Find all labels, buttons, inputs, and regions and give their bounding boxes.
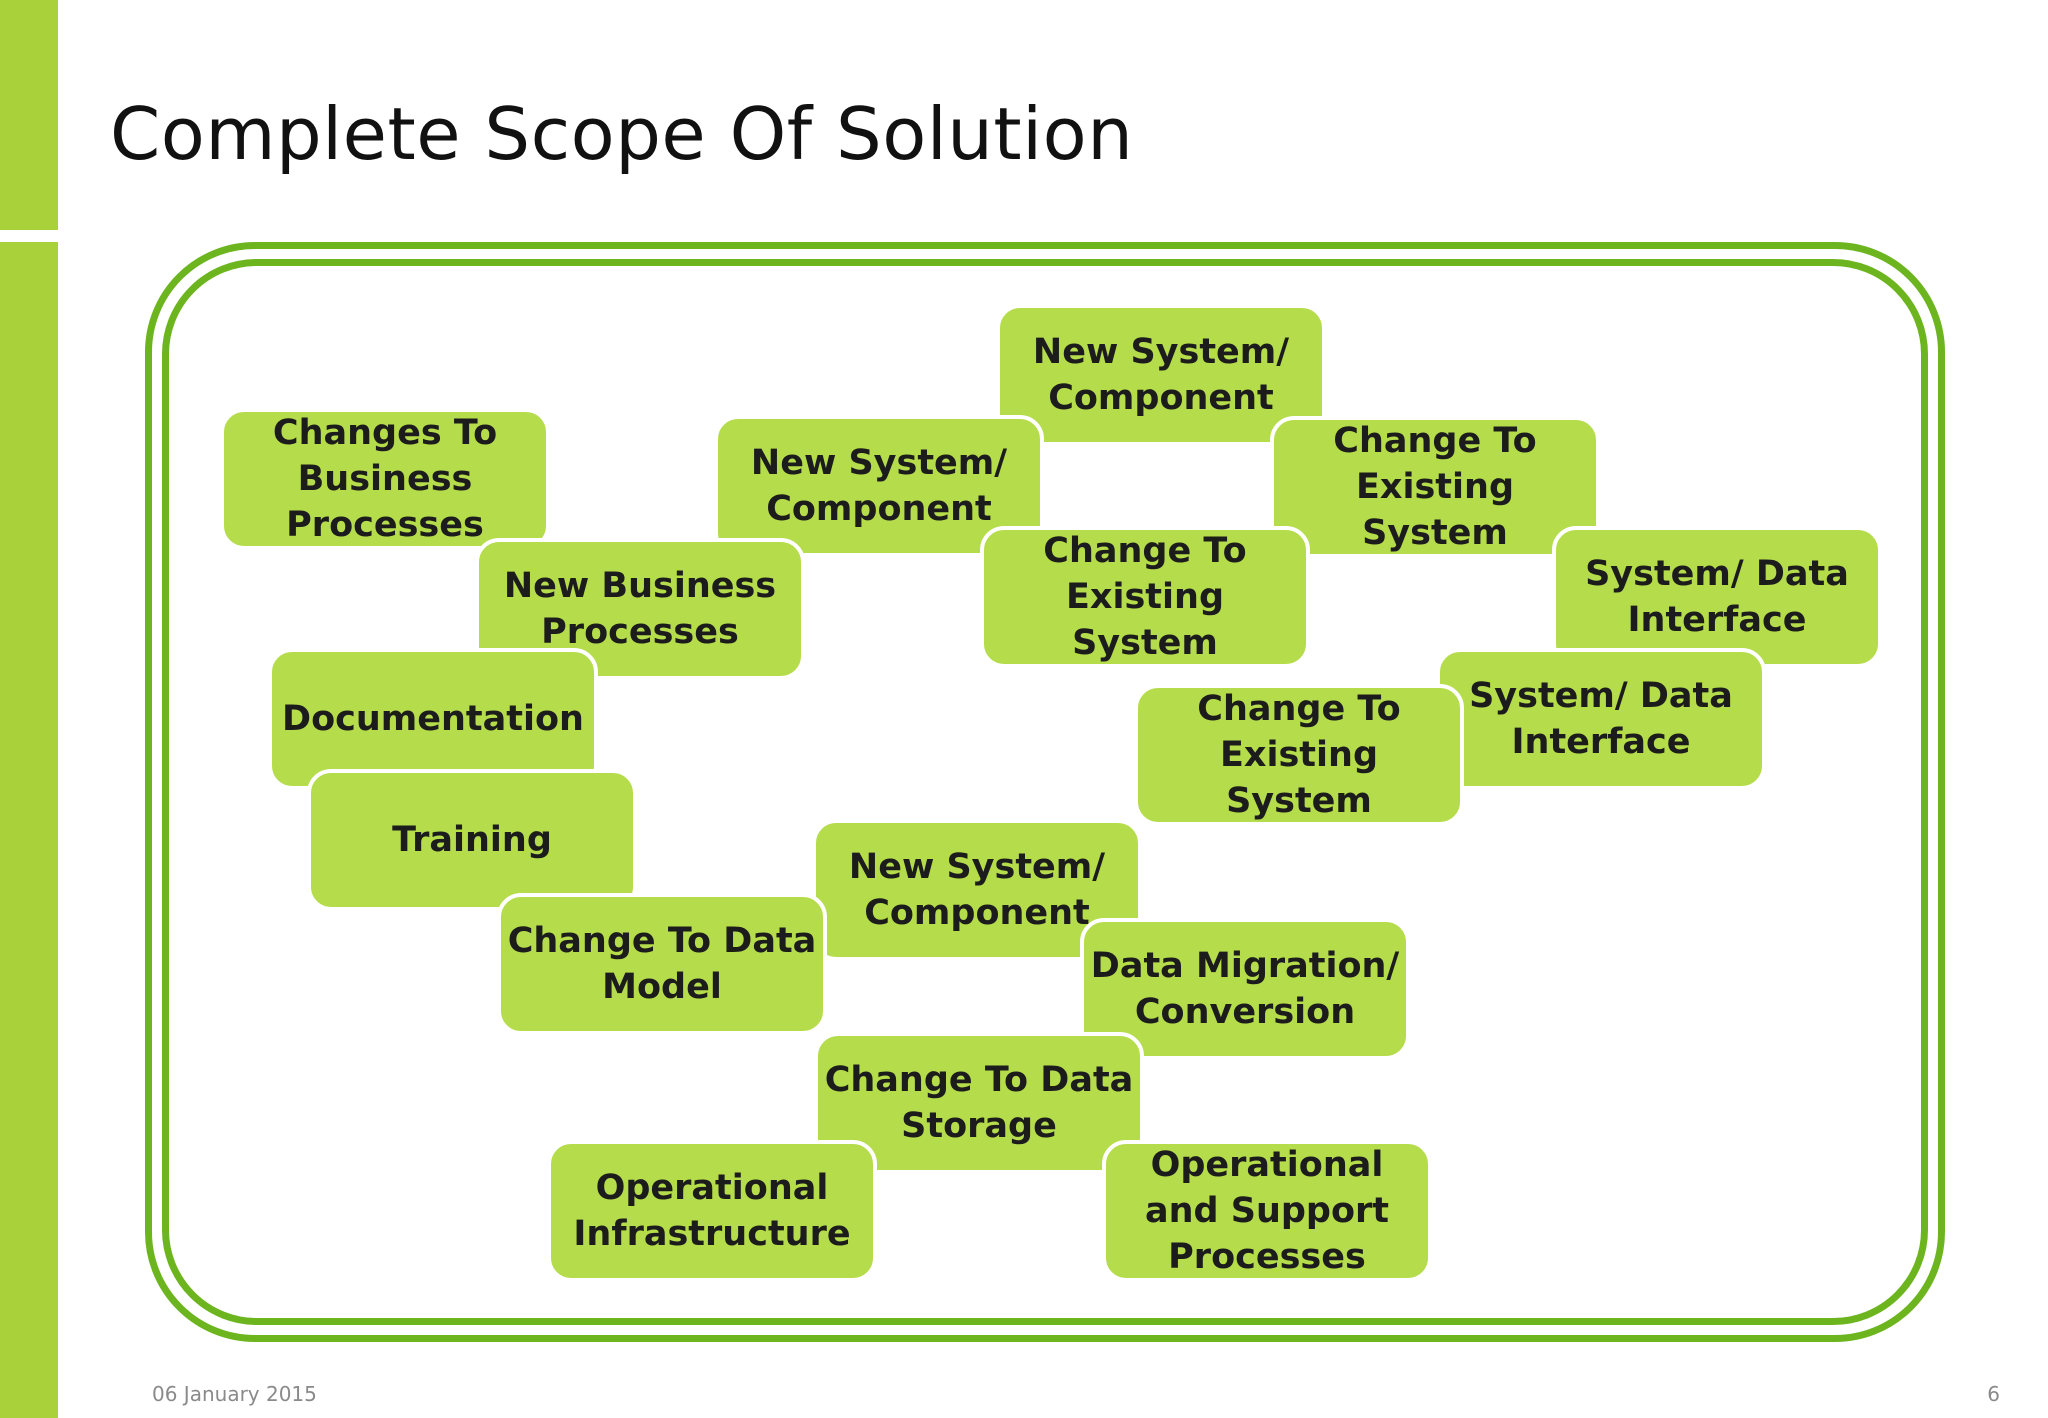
slide-title: Complete Scope Of Solution xyxy=(110,92,1134,176)
box-new-system-component-left: New System/ Component xyxy=(714,415,1044,557)
box-change-to-existing-system-center: Change To Existing System xyxy=(980,526,1310,668)
accent-bar-top xyxy=(0,0,58,230)
box-system-data-interface-right: System/ Data Interface xyxy=(1552,526,1882,668)
box-change-to-existing-system-right: Change To Existing System xyxy=(1270,416,1600,558)
scope-frame-inner xyxy=(162,259,1928,1325)
box-new-system-component-top: New System/ Component xyxy=(996,304,1326,446)
scope-frame-outer xyxy=(145,242,1945,1342)
box-change-to-data-model: Change To Data Model xyxy=(497,893,827,1035)
footer-date: 06 January 2015 xyxy=(152,1382,317,1406)
box-documentation: Documentation xyxy=(268,648,598,790)
box-change-to-existing-system-lower: Change To Existing System xyxy=(1134,684,1464,826)
box-change-to-data-storage: Change To Data Storage xyxy=(814,1032,1144,1174)
box-changes-to-business-processes: Changes To Business Processes xyxy=(220,408,550,550)
box-system-data-interface: System/ Data Interface xyxy=(1436,648,1766,790)
box-training: Training xyxy=(307,769,637,911)
box-operational-and-support-processes: Operational and Support Processes xyxy=(1102,1140,1432,1282)
accent-bar-bottom xyxy=(0,242,58,1418)
box-operational-infrastructure: Operational Infrastructure xyxy=(547,1140,877,1282)
footer-page-number: 6 xyxy=(1987,1382,2000,1406)
